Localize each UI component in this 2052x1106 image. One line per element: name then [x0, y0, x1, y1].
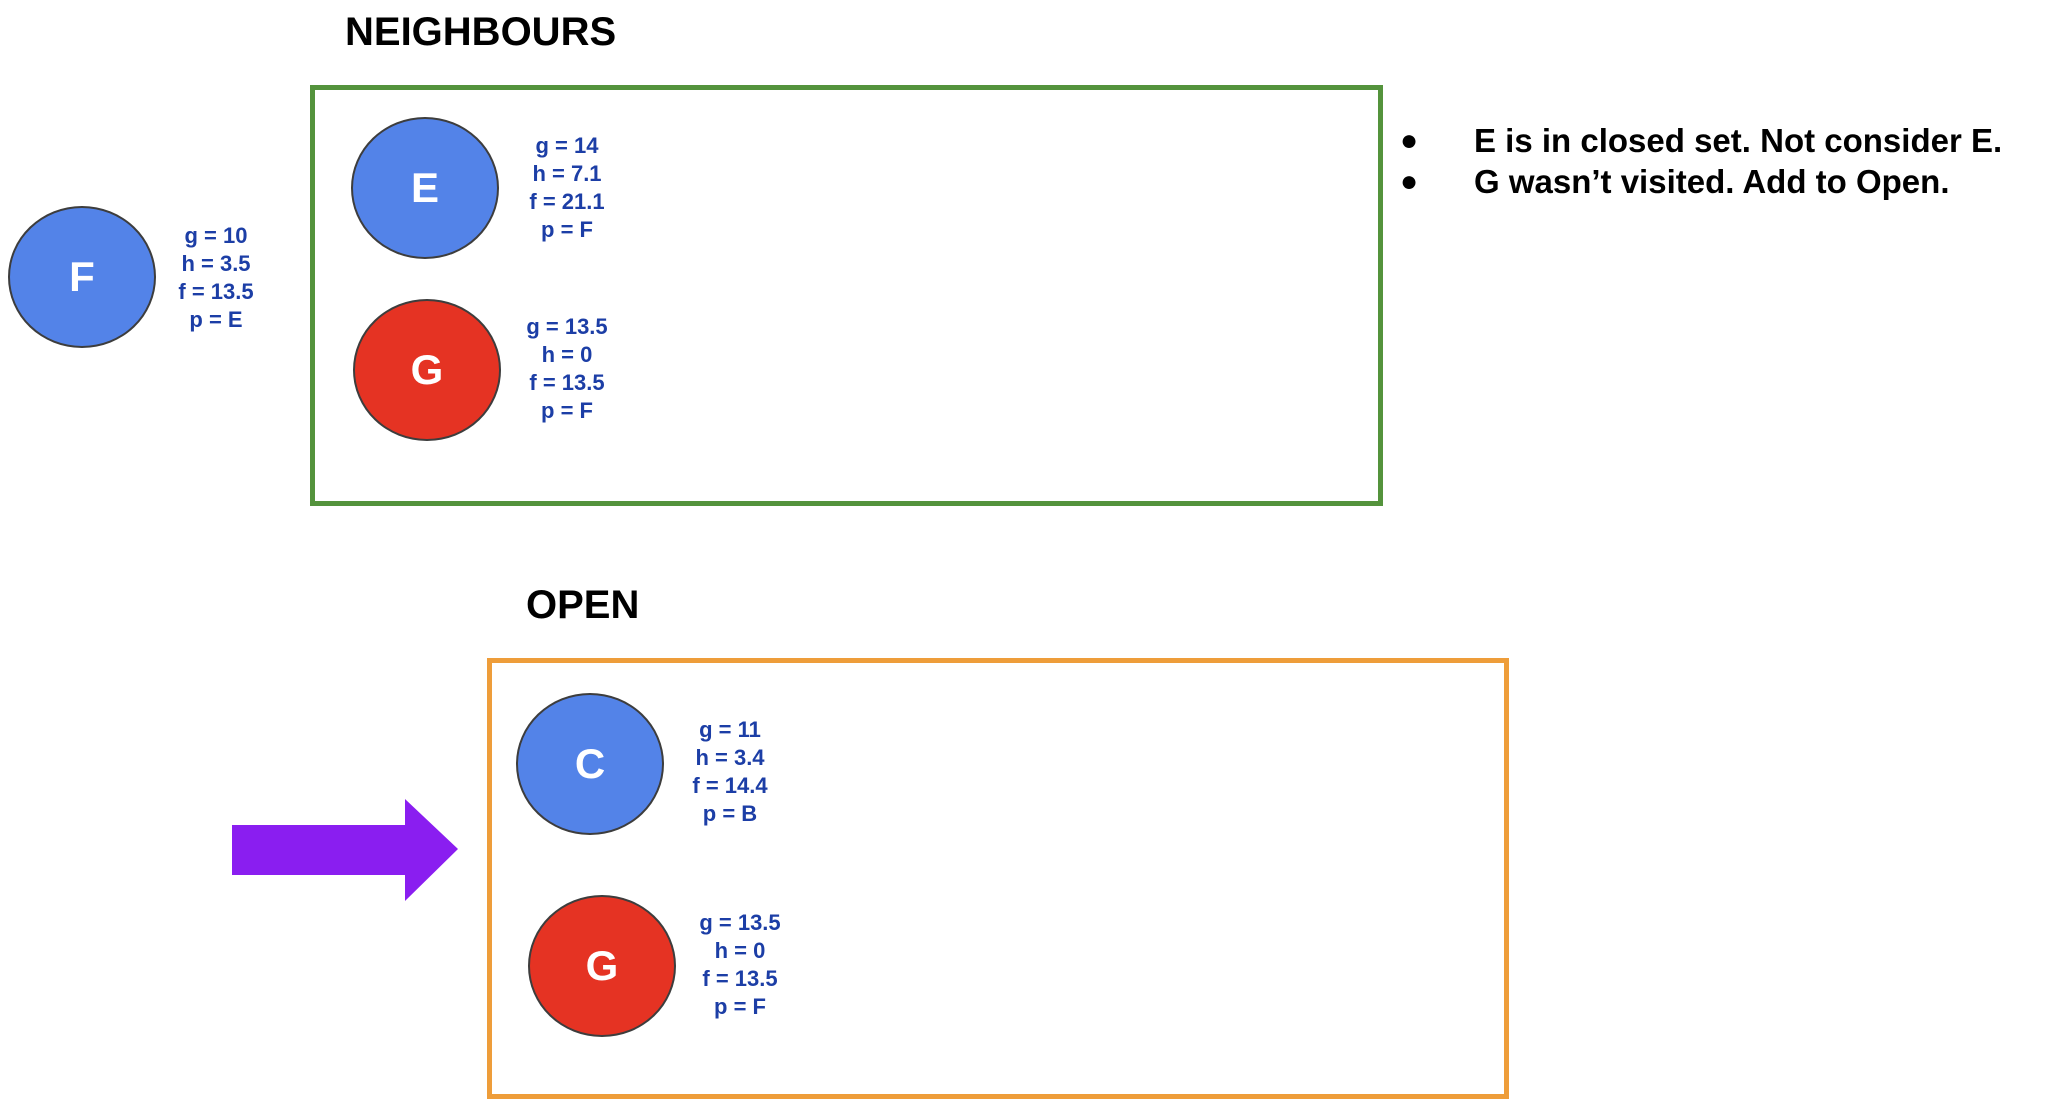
current-f: f = 13.5: [178, 279, 254, 304]
open-c-f: f = 14.4: [692, 773, 768, 798]
neighbour-e-f: f = 21.1: [529, 189, 605, 214]
open-node-c-label: C: [574, 740, 606, 787]
open-g-h: h = 0: [714, 938, 766, 963]
open-node-c-stats: g = 11 h = 3.4 f = 14.4 p = B: [650, 716, 810, 828]
notes-list: ● E is in closed set. Not consider E. ● G …: [1400, 120, 2002, 202]
neighbour-node-g: G: [353, 299, 501, 441]
open-c-p: p = B: [702, 801, 758, 826]
open-node-g-label: G: [585, 942, 619, 989]
note-item: ● G wasn’t visited. Add to Open.: [1400, 161, 2002, 202]
neighbour-e-p: p = F: [541, 217, 593, 242]
neighbour-g-p: p = F: [541, 398, 593, 423]
open-node-g: G: [528, 895, 676, 1037]
note-text: G wasn’t visited. Add to Open.: [1474, 163, 1950, 200]
open-box: [487, 658, 1509, 1099]
neighbour-e-h: h = 7.1: [532, 161, 602, 186]
current-g: g = 10: [184, 223, 248, 248]
open-node-c: C: [516, 693, 664, 835]
neighbour-node-e-stats: g = 14 h = 7.1 f = 21.1 p = F: [487, 132, 647, 244]
open-g-g: g = 13.5: [699, 910, 781, 935]
current-node: F: [8, 206, 156, 348]
neighbour-g-g: g = 13.5: [526, 314, 608, 339]
neighbour-node-e-label: E: [410, 164, 439, 211]
neighbour-node-e: E: [351, 117, 499, 259]
open-title: OPEN: [526, 583, 640, 627]
neighbour-e-g: g = 14: [535, 133, 599, 158]
current-node-label: F: [69, 253, 95, 300]
open-c-h: h = 3.4: [695, 745, 765, 770]
neighbour-node-g-label: G: [410, 346, 444, 393]
note-item: ● E is in closed set. Not consider E.: [1400, 120, 2002, 161]
open-c-g: g = 11: [699, 717, 761, 742]
neighbours-box: [310, 85, 1383, 506]
open-g-f: f = 13.5: [702, 966, 778, 991]
open-g-p: p = F: [714, 994, 766, 1019]
current-node-stats: g = 10 h = 3.5 f = 13.5 p = E: [136, 222, 296, 334]
neighbour-g-f: f = 13.5: [529, 370, 605, 395]
bullet-icon: ●: [1400, 124, 1419, 157]
right-arrow-icon: [232, 799, 458, 901]
neighbour-node-g-stats: g = 13.5 h = 0 f = 13.5 p = F: [487, 313, 647, 425]
open-node-g-stats: g = 13.5 h = 0 f = 13.5 p = F: [660, 909, 820, 1021]
current-p: p = E: [189, 307, 243, 332]
neighbour-g-h: h = 0: [541, 342, 593, 367]
note-text: E is in closed set. Not consider E.: [1474, 122, 2003, 159]
current-h: h = 3.5: [181, 251, 251, 276]
neighbours-title: NEIGHBOURS: [345, 10, 617, 54]
bullet-icon: ●: [1400, 165, 1419, 198]
